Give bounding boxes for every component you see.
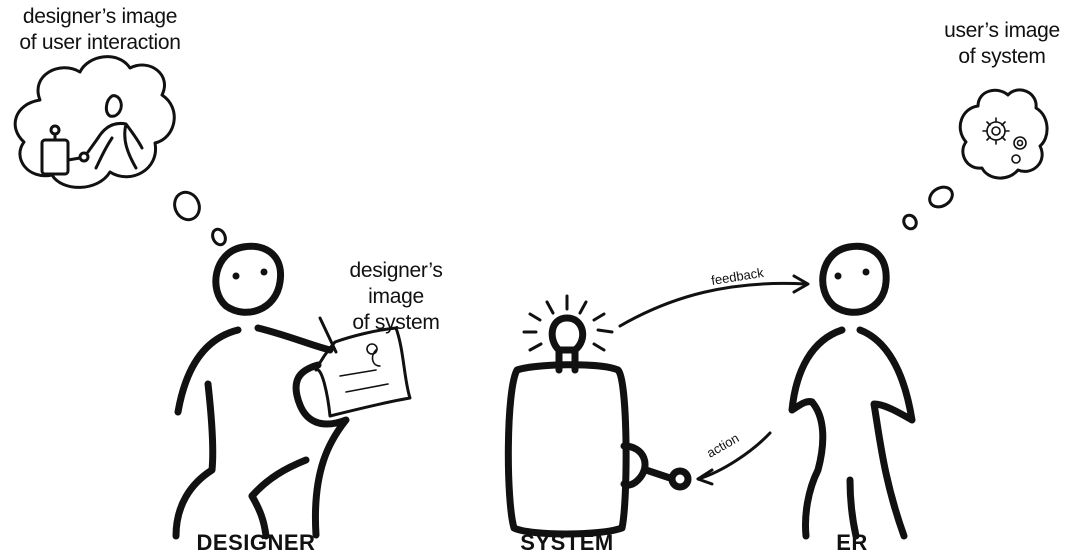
system-light-bulb: [552, 318, 583, 350]
designer-image-of-system-label: designer’s image of system: [326, 258, 466, 336]
action-arrow: action: [698, 430, 770, 484]
designer-image-of-user-interaction-label: designer’s image of user interaction: [0, 4, 200, 56]
user-caption: ER: [822, 530, 882, 553]
designer-thought-cloud: [15, 57, 174, 188]
gear-small-icon: [1012, 155, 1020, 163]
mini-system-icon: [42, 140, 68, 174]
thought-bubble-small-right: [901, 213, 918, 231]
system-figure: [508, 296, 688, 534]
user-image-of-system-label: user’s image of system: [932, 18, 1069, 70]
gear-medium-icon: [1014, 137, 1026, 149]
action-label: action: [704, 430, 742, 460]
designer-head: [216, 246, 281, 312]
designer-figure: [176, 246, 346, 536]
user-figure: [792, 246, 912, 536]
system-box: [508, 365, 626, 534]
user-head: [823, 246, 886, 312]
feedback-arrow: feedback: [620, 265, 808, 326]
designer-caption: DESIGNER: [196, 530, 316, 553]
thought-bubble-small: [210, 227, 228, 247]
system-caption: SYSTEM: [512, 530, 622, 553]
user-thought-cloud: [960, 90, 1047, 178]
mini-user-icon: [88, 96, 142, 168]
light-rays: [524, 296, 612, 350]
system-knob: [672, 471, 688, 487]
thought-bubble-large: [170, 188, 204, 224]
thought-bubble-large-right: [926, 183, 956, 211]
